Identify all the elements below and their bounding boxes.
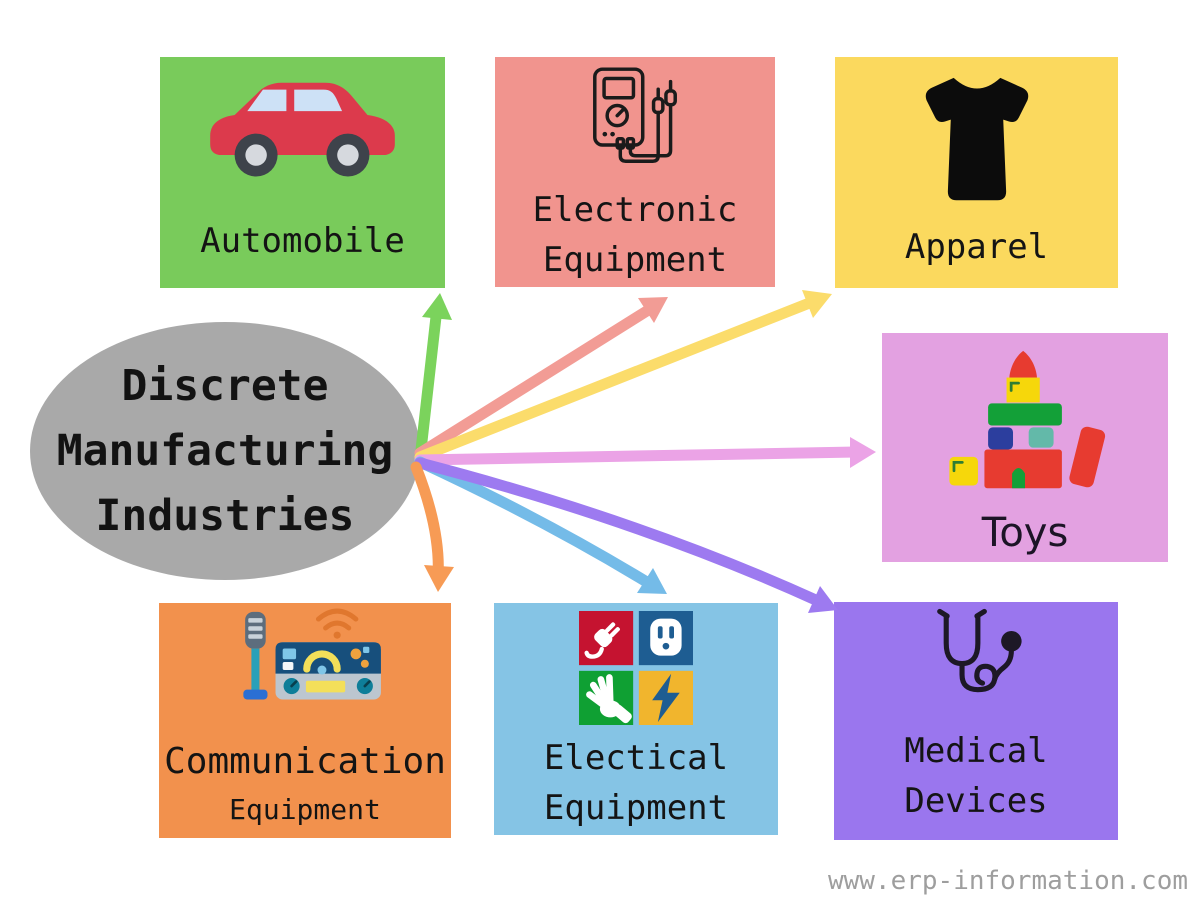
electrical-grid-icon xyxy=(579,611,693,725)
label-line: Medical xyxy=(904,731,1048,771)
icon-area xyxy=(834,602,1118,726)
radio-icon xyxy=(243,608,381,700)
icon-area xyxy=(494,603,778,733)
title-line-3: Industries xyxy=(95,490,355,541)
arrow-to-electronic-equipment xyxy=(414,297,668,459)
label-line: Equipment xyxy=(542,240,728,280)
label-line: Electical xyxy=(543,738,729,778)
label-line: Communication xyxy=(164,741,446,782)
industry-box-medical-devices: Medical Devices xyxy=(834,602,1118,840)
central-node: Discrete Manufacturing Industries xyxy=(30,322,420,580)
industry-box-toys: Toys xyxy=(882,333,1168,562)
toy-blocks-icon xyxy=(949,350,1106,488)
car-icon xyxy=(209,82,395,177)
icon-area xyxy=(835,57,1118,222)
icon-area xyxy=(495,57,775,185)
industry-label: Medical Devices xyxy=(904,726,1047,840)
industry-box-electrical-equipment: Electical Equipment xyxy=(494,603,778,835)
label-line: Equipment xyxy=(229,793,381,826)
industry-box-communication-equipment: Communication Equipment xyxy=(159,603,451,838)
title-line-2: Manufacturing xyxy=(56,425,394,476)
arrow-to-automobile xyxy=(415,293,452,456)
industry-box-electronic-equipment: Electronic Equipment xyxy=(495,57,775,287)
title-line-1: Discrete xyxy=(121,360,329,411)
industry-label: Electical Equipment xyxy=(544,733,728,835)
industry-label: Toys xyxy=(981,510,1069,556)
icon-area xyxy=(882,333,1168,506)
industry-label: Communication Equipment xyxy=(164,737,446,839)
arrow-to-communication-equipment xyxy=(410,461,454,592)
icon-area xyxy=(160,57,445,216)
industry-label: Electronic Equipment xyxy=(533,185,738,287)
label-line: Equipment xyxy=(543,788,729,828)
arrow-to-electrical-equipment xyxy=(414,456,667,594)
watermark-text: www.erp-information.com xyxy=(827,866,1188,896)
label-line: Electronic xyxy=(532,190,738,230)
tshirt-icon xyxy=(925,77,1028,200)
stethoscope-icon xyxy=(937,608,1022,692)
arrow-to-medical-devices xyxy=(414,457,838,613)
label-line: Devices xyxy=(904,781,1048,821)
industry-label: Automobile xyxy=(200,221,405,261)
arrow-to-apparel xyxy=(414,290,832,463)
industry-label: Apparel xyxy=(904,227,1049,267)
multimeter-icon xyxy=(593,67,677,163)
arrow-to-toys xyxy=(414,437,876,468)
icon-area xyxy=(159,603,451,737)
industry-box-apparel: Apparel xyxy=(835,57,1118,288)
industry-box-automobile: Automobile xyxy=(160,57,445,288)
